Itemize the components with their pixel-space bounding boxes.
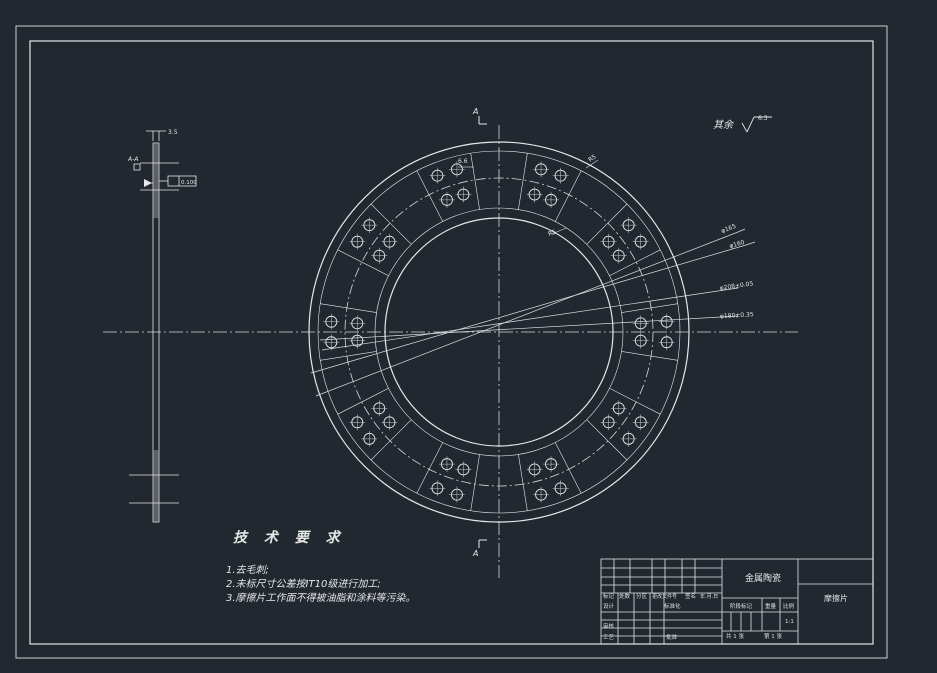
tb-mark: 标记: [603, 594, 615, 600]
tb-scale: 比例: [783, 604, 795, 610]
tb-standardize: 标准化: [664, 604, 681, 610]
pad-divider: [370, 419, 412, 461]
tb-stage-mark: 阶段标记: [730, 604, 753, 610]
section-view: [129, 130, 197, 523]
pad-divider: [416, 170, 443, 222]
friction-pads: [320, 153, 678, 511]
tb-sheets-total: 共 1 张: [726, 634, 744, 640]
pad-divider: [337, 388, 389, 415]
tech-note-1: 1.去毛刺;: [226, 565, 269, 576]
tb-change-doc: 更改文件号: [652, 594, 678, 600]
pad-divider: [621, 303, 678, 313]
surface-finish-symbol: [741, 116, 772, 133]
pad-divider: [555, 170, 582, 222]
dia-label-4: φ180±0.35: [720, 311, 754, 320]
tb-approve: 批准: [666, 635, 678, 641]
pad-divider: [320, 351, 377, 361]
disc-inner-edge: [384, 217, 614, 447]
radius-label-2: R5: [547, 229, 557, 238]
section-mark-top: [478, 116, 487, 125]
pad-divider: [621, 351, 678, 361]
pad-divider: [518, 153, 528, 210]
material-text: 金属陶瓷: [745, 574, 782, 584]
pad-divider: [370, 203, 412, 245]
tb-weight: 重量: [765, 604, 777, 610]
tb-sheet-no: 第 1 张: [764, 634, 782, 640]
section-label-bottom: A: [472, 549, 478, 558]
diameter-leaders: [310, 228, 756, 397]
section-mark-bottom: [478, 539, 487, 548]
flatness-value: 0.100: [181, 180, 197, 186]
tb-process: 工艺: [603, 635, 615, 641]
pad-outer-arc: [317, 150, 681, 514]
pad-divider: [586, 419, 628, 461]
section-label-top: A: [472, 107, 478, 116]
title-block-grid: [600, 558, 874, 645]
tech-note-2: 2.未标尺寸公差按IT10级进行加工;: [226, 579, 381, 590]
dia-label-2: φ160: [729, 239, 746, 250]
bolt-circle: [344, 177, 654, 487]
section-view-label: A-A: [127, 156, 138, 163]
thickness-dim-label: 3.5: [168, 129, 178, 136]
pad-divider: [518, 454, 528, 511]
part-name-text: 摩擦片: [824, 594, 848, 603]
radius-label: R5: [587, 153, 598, 163]
tb-count: 处数: [619, 594, 631, 600]
rivet-holes: [323, 161, 675, 503]
pad-divider: [470, 454, 480, 511]
tech-requirements-title: 技 术 要 求: [233, 530, 346, 546]
disc-outer-edge: [308, 141, 690, 523]
pad-divider: [555, 442, 582, 494]
tb-scale-value: 1:1: [785, 619, 794, 625]
pad-inner-arc: [374, 207, 624, 457]
pad-divider: [586, 203, 628, 245]
pad-divider: [337, 249, 389, 276]
pad-divider: [470, 153, 480, 210]
outer-frame: [15, 25, 888, 659]
centerlines: [103, 125, 798, 578]
tb-zone: 分区: [636, 594, 648, 600]
surface-finish-value: 6.3: [758, 115, 768, 122]
pad-divider: [609, 388, 661, 415]
tb-review: 审核: [603, 624, 615, 630]
hole-dim-label: 6.6: [458, 158, 468, 165]
pad-divider: [320, 303, 377, 313]
inner-frame: [29, 40, 874, 645]
pad-divider: [609, 249, 661, 276]
tb-sign: 签名: [685, 594, 697, 600]
pad-divider: [416, 442, 443, 494]
dia-label-3: φ208±0.05: [719, 280, 754, 292]
surface-finish-label: 其余: [713, 120, 733, 131]
tb-date: 年.月.日: [700, 594, 719, 600]
tb-design: 设计: [603, 604, 615, 610]
tech-note-3: 3.摩擦片工作面不得被油脂和涂料等污染。: [226, 593, 416, 604]
